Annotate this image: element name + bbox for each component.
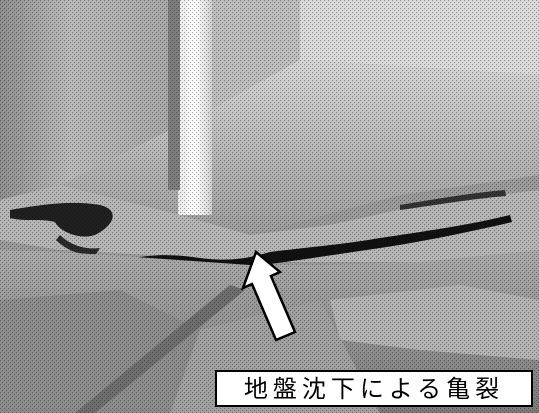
caption-box: 地盤沈下による亀裂 — [215, 370, 533, 407]
arrow-icon — [240, 249, 297, 342]
photo-caption: 地盤沈下による亀裂 — [243, 374, 505, 403]
